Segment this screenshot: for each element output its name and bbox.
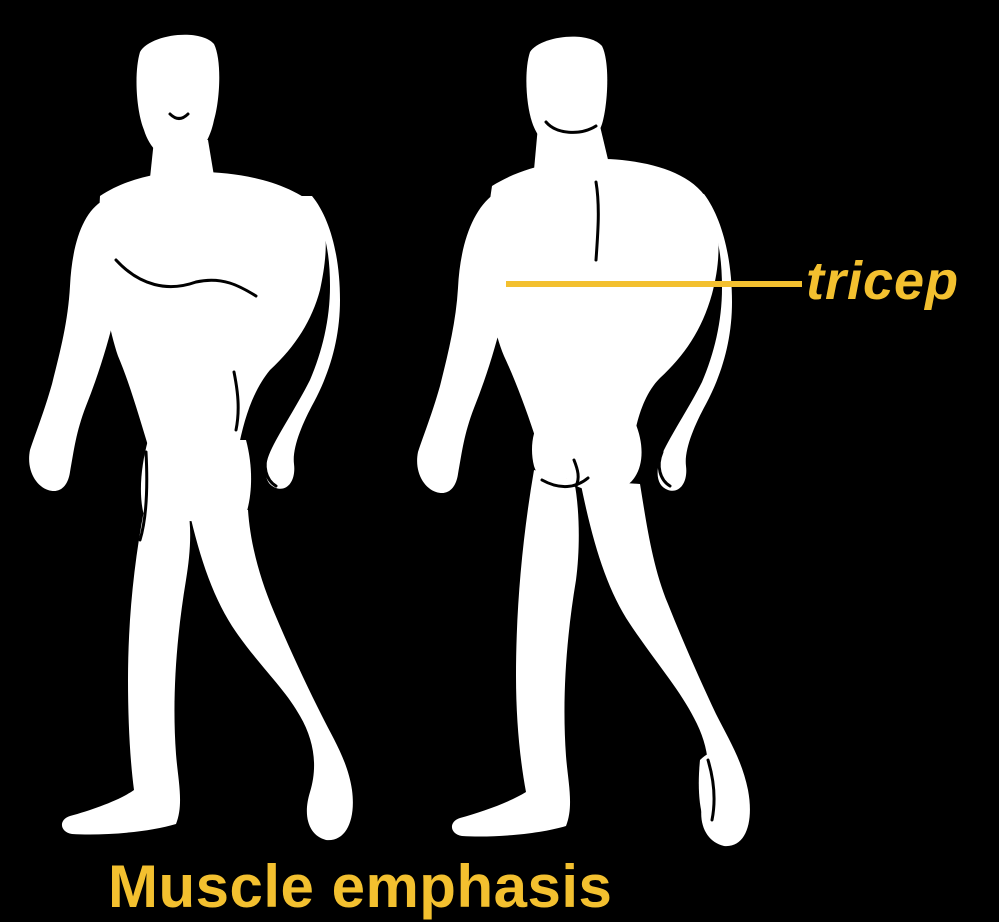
caption-muscle-emphasis: Muscle emphasis [108, 852, 612, 921]
back-left-arm [417, 194, 510, 493]
front-right-leg [188, 506, 353, 840]
front-torso [99, 172, 326, 452]
tricep-label: tricep [806, 250, 959, 312]
back-torso [487, 159, 719, 452]
front-left-arm [29, 200, 122, 491]
front-body-silhouette [29, 35, 353, 840]
front-left-leg [62, 500, 190, 835]
back-body-silhouette [417, 37, 750, 847]
back-left-leg [452, 470, 579, 837]
